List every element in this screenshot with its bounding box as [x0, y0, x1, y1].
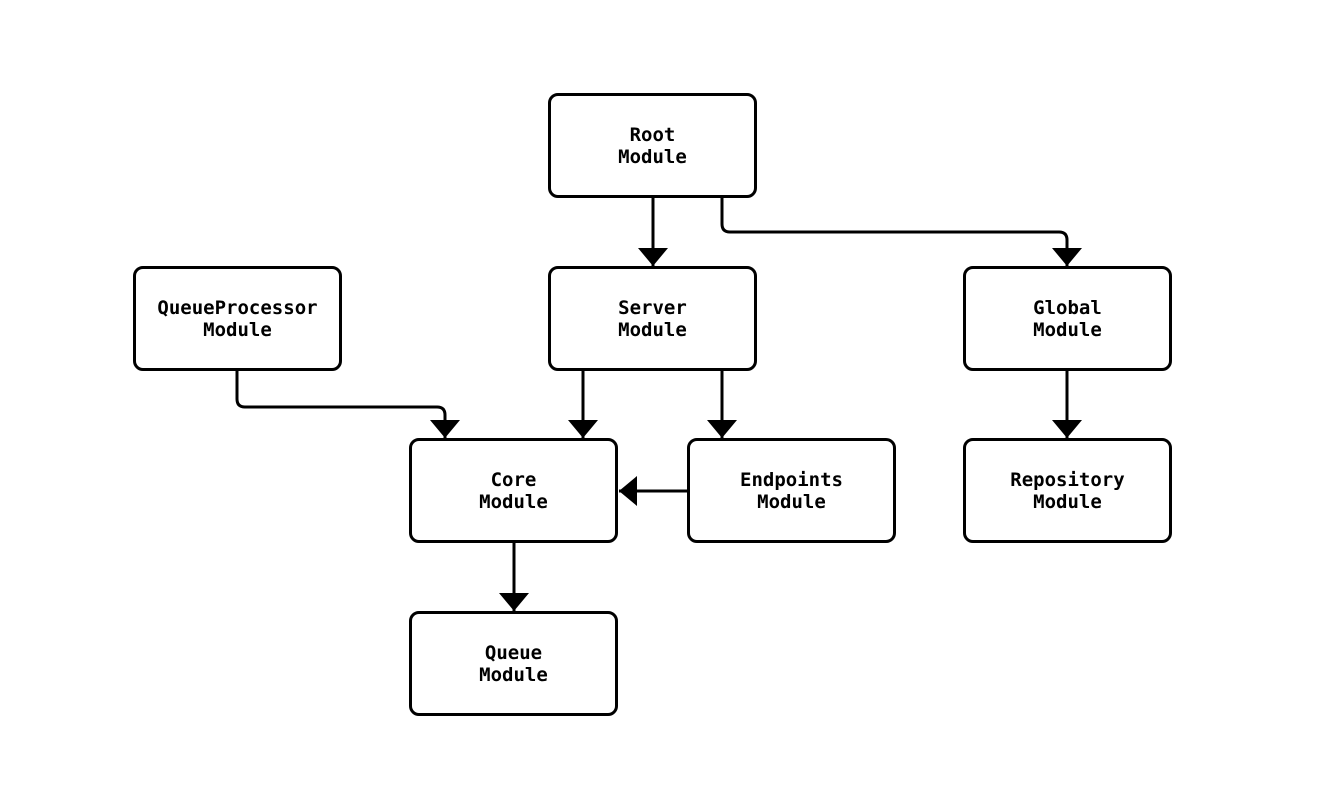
node-global-module: Global Module: [963, 266, 1172, 371]
node-root-module: Root Module: [548, 93, 757, 198]
node-server-module: Server Module: [548, 266, 757, 371]
node-queue-module: Queue Module: [409, 611, 618, 716]
node-repository-module: Repository Module: [963, 438, 1172, 543]
edge-root-to-global: [720, 198, 1082, 266]
node-endpoints-module: Endpoints Module: [687, 438, 896, 543]
node-core-module: Core Module: [409, 438, 618, 543]
edge-queueprocessor-to-core: [235, 371, 460, 438]
node-queueprocessor-module: QueueProcessor Module: [133, 266, 342, 371]
